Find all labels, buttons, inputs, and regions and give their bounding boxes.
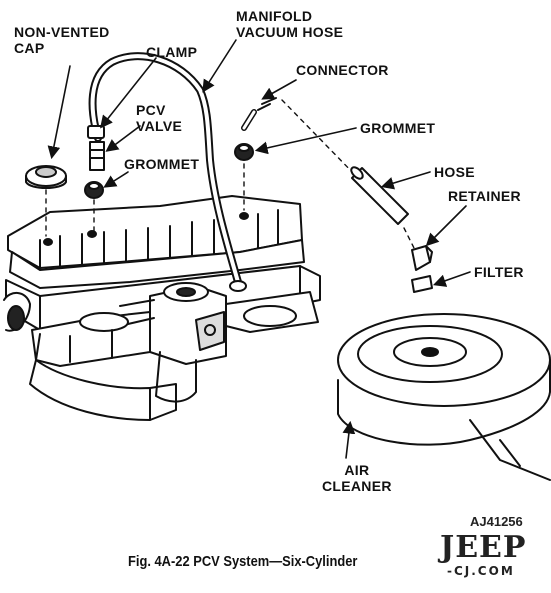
label-hose: HOSE: [434, 164, 475, 180]
clamp-part: [87, 125, 105, 139]
leader-arrows: [47, 39, 471, 459]
guide-lines: [45, 99, 415, 249]
arrow-connector: [261, 79, 297, 100]
arrow-grommet-right: [254, 127, 357, 155]
arrow-non-vented-cap: [47, 65, 71, 160]
arrow-pcv-valve: [105, 125, 141, 152]
arrow-air-cleaner: [342, 420, 356, 459]
label-manifold-vacuum-hose: MANIFOLD VACUUM HOSE: [236, 8, 344, 40]
non-vented-cap-part: [25, 165, 67, 189]
label-grommet-left: GROMMET: [124, 156, 200, 172]
pcv-valve-assembly: [84, 125, 105, 199]
watermark-site: -CJ.COM: [447, 564, 515, 578]
retainer-part: [411, 245, 433, 271]
arrow-retainer: [425, 205, 467, 247]
label-grommet-right: GROMMET: [360, 120, 436, 136]
breather-hose-part: [350, 166, 409, 225]
label-air-cleaner: AIR CLEANER: [322, 462, 392, 494]
arrow-clamp: [100, 57, 157, 129]
engine-assembly: [3, 195, 321, 421]
filter-part: [411, 275, 433, 293]
air-cleaner-part: [337, 313, 551, 481]
watermark-brand: JEEP: [440, 530, 527, 565]
label-pcv-valve: PCV VALVE: [136, 102, 183, 134]
label-filter: FILTER: [474, 264, 524, 280]
arrow-hose: [380, 171, 431, 190]
label-connector: CONNECTOR: [296, 62, 389, 78]
connector-assembly: [234, 97, 277, 161]
arrow-grommet-left: [103, 171, 129, 188]
pcv-valve-part: [89, 141, 105, 171]
label-clamp: CLAMP: [146, 44, 198, 60]
arrow-filter: [432, 271, 471, 287]
label-non-vented-cap: NON-VENTED CAP: [14, 24, 110, 56]
arrow-manifold-vacuum-hose: [202, 39, 237, 93]
label-retainer: RETAINER: [448, 188, 521, 204]
figure-code: AJ41256: [470, 514, 523, 529]
manifold-vacuum-hose: [88, 52, 247, 292]
figure-caption: Fig. 4A-22 PCV System—Six-Cylinder: [128, 553, 358, 570]
